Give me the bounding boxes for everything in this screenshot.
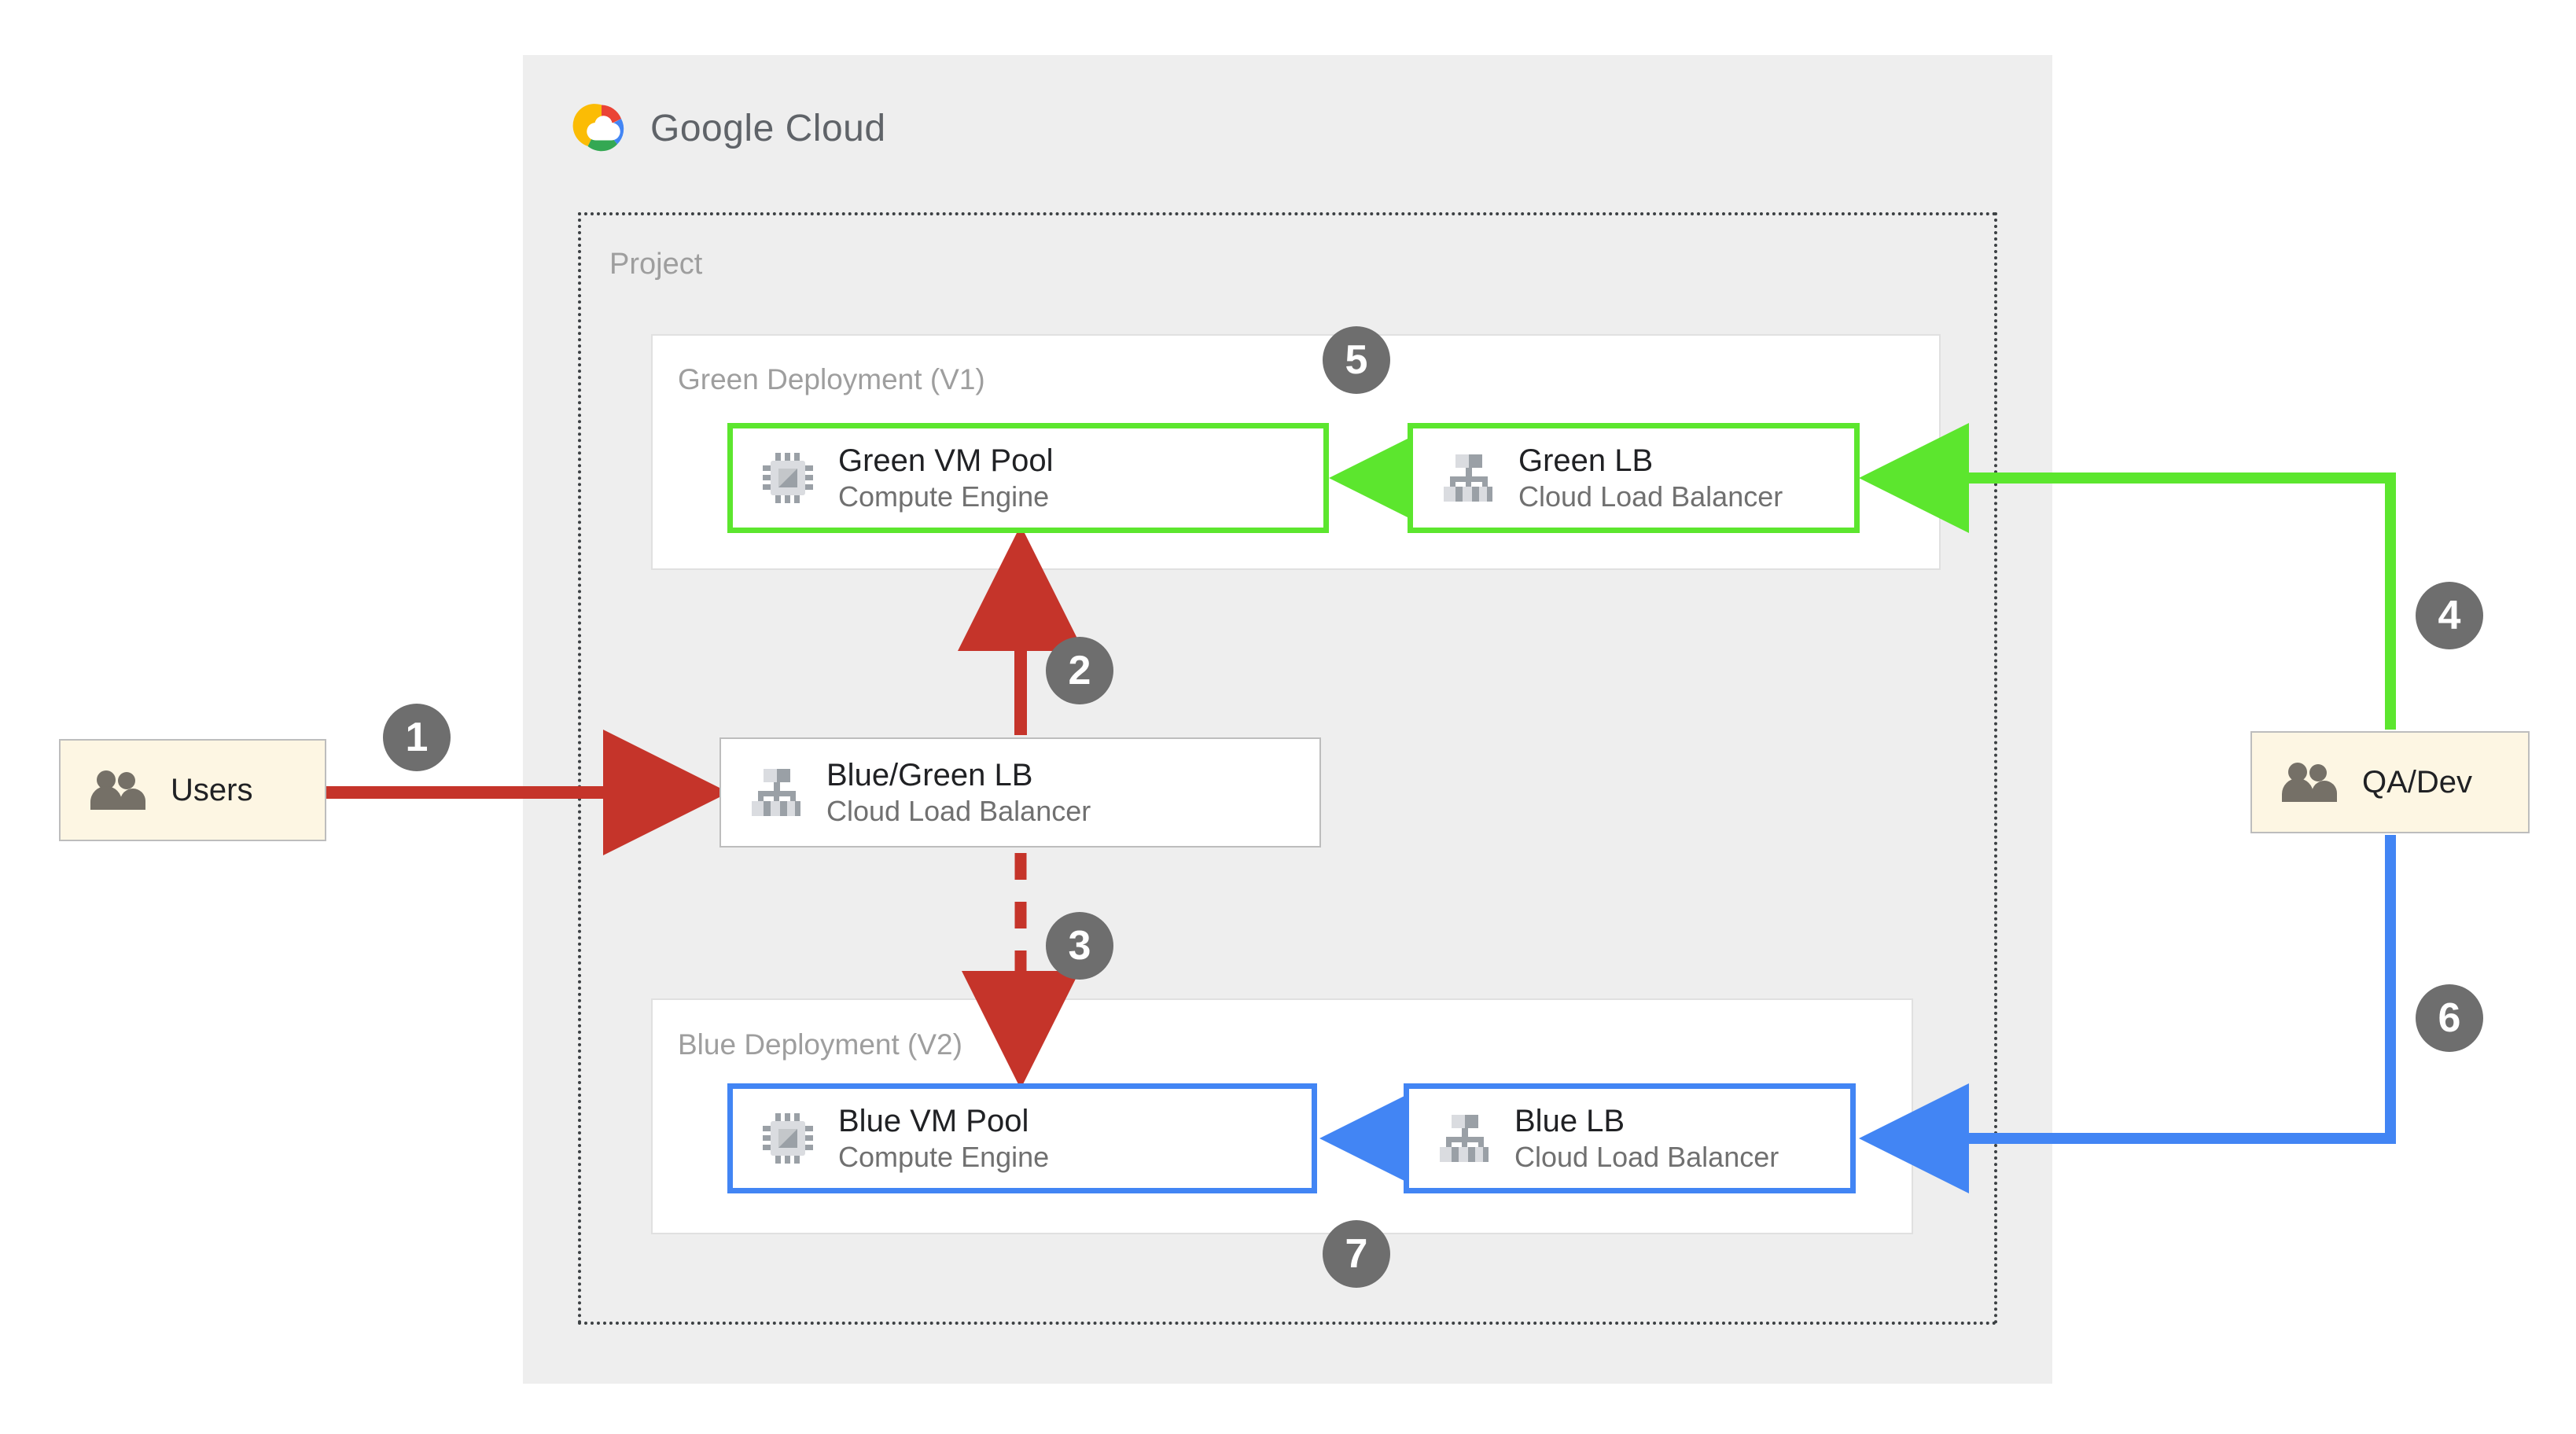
node-green-lb[interactable]: Green LB Cloud Load Balancer xyxy=(1408,423,1860,533)
step-badge-2: 2 xyxy=(1046,637,1113,704)
compute-engine-icon xyxy=(761,451,815,505)
node-blue-lb[interactable]: Blue LB Cloud Load Balancer xyxy=(1404,1083,1856,1193)
users-icon xyxy=(89,769,147,811)
google-cloud-brand: Google Cloud xyxy=(570,101,886,156)
step-badge-4: 4 xyxy=(2416,582,2483,649)
node-qa-dev[interactable]: QA/Dev xyxy=(2250,731,2530,833)
google-cloud-logo-icon xyxy=(570,101,633,156)
node-users[interactable]: Users xyxy=(59,739,326,841)
node-qa-dev-label: QA/Dev xyxy=(2362,764,2473,800)
node-green-lb-title: Green LB xyxy=(1518,443,1654,479)
node-green-vm-subtitle: Compute Engine xyxy=(838,480,1050,513)
node-green-vm-pool[interactable]: Green VM Pool Compute Engine xyxy=(727,423,1329,533)
node-blue-green-lb[interactable]: Blue/Green LB Cloud Load Balancer xyxy=(719,737,1321,848)
project-label: Project xyxy=(609,248,703,281)
blue-deployment-label: Blue Deployment (V2) xyxy=(678,1028,962,1061)
node-bg-lb-title: Blue/Green LB xyxy=(826,758,1033,793)
cloud-load-balancer-icon xyxy=(1437,1113,1491,1164)
compute-engine-icon xyxy=(761,1112,815,1165)
step-badge-3: 3 xyxy=(1046,912,1113,980)
step-badge-1: 1 xyxy=(383,704,451,771)
node-blue-vm-pool[interactable]: Blue VM Pool Compute Engine xyxy=(727,1083,1317,1193)
step-badge-5: 5 xyxy=(1323,326,1390,394)
node-blue-vm-subtitle: Compute Engine xyxy=(838,1141,1050,1174)
cloud-load-balancer-icon xyxy=(749,767,803,818)
node-blue-lb-title: Blue LB xyxy=(1514,1104,1625,1139)
google-cloud-wordmark: Google Cloud xyxy=(650,108,886,149)
step-badge-6: 6 xyxy=(2416,984,2483,1052)
step-badge-7: 7 xyxy=(1323,1220,1390,1288)
node-green-lb-subtitle: Cloud Load Balancer xyxy=(1518,480,1783,513)
cloud-load-balancer-icon xyxy=(1441,453,1495,503)
project-boundary xyxy=(578,212,1997,1325)
node-users-label: Users xyxy=(171,772,253,807)
node-blue-lb-subtitle: Cloud Load Balancer xyxy=(1514,1141,1779,1174)
green-deployment-label: Green Deployment (V1) xyxy=(678,363,985,395)
node-blue-vm-title: Blue VM Pool xyxy=(838,1104,1029,1139)
users-icon xyxy=(2280,761,2339,803)
node-green-vm-title: Green VM Pool xyxy=(838,443,1054,479)
node-bg-lb-subtitle: Cloud Load Balancer xyxy=(826,795,1091,828)
